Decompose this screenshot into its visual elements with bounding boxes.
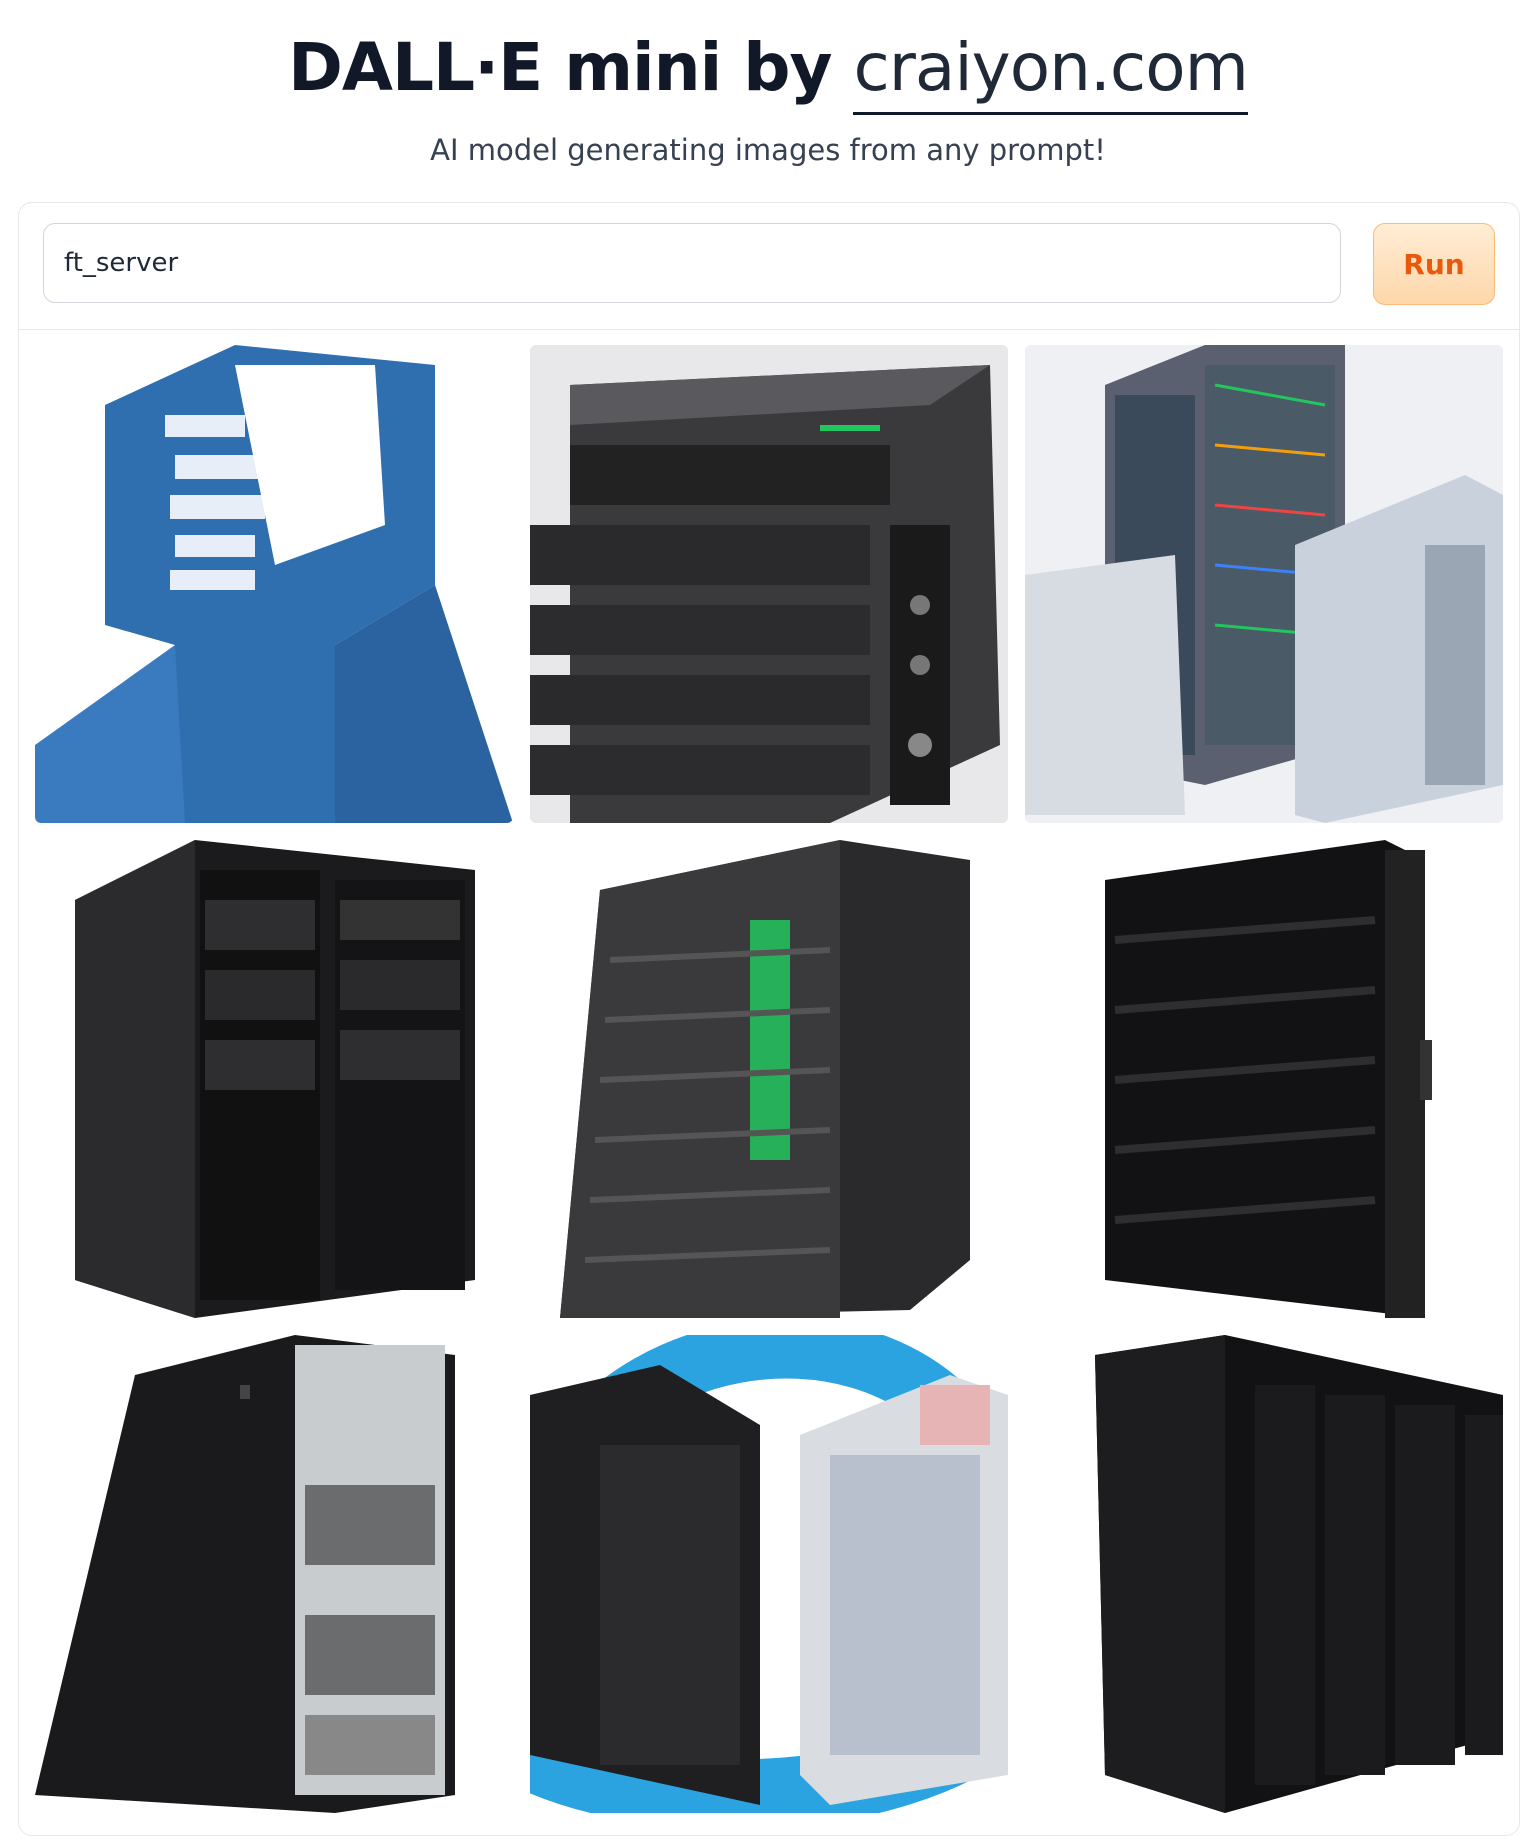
title-prefix: DALL·E mini by (288, 29, 854, 106)
result-image-7[interactable] (35, 1335, 513, 1813)
servers-blue-swirl-image (530, 1335, 1008, 1813)
generator-panel: Run (18, 202, 1520, 1836)
result-image-3[interactable] (1025, 345, 1503, 823)
result-image-9[interactable] (1025, 1335, 1503, 1813)
prompt-toolbar: Run (19, 203, 1519, 330)
craiyon-link[interactable]: craiyon.com (853, 29, 1249, 115)
grey-server-unit-image (530, 345, 1008, 823)
page-title: DALL·E mini by craiyon.com (0, 28, 1536, 115)
black-server-row-image (1025, 1335, 1503, 1813)
black-server-cabinet-image (1025, 840, 1503, 1318)
prompt-input[interactable] (43, 223, 1341, 303)
result-image-6[interactable] (1025, 840, 1503, 1318)
result-image-5[interactable] (530, 840, 1008, 1318)
black-tower-server-image (35, 1335, 513, 1813)
colorful-server-racks-image (1025, 345, 1503, 823)
result-image-1[interactable] (35, 345, 513, 823)
black-server-rack-image (35, 840, 513, 1318)
result-image-4[interactable] (35, 840, 513, 1318)
run-button[interactable]: Run (1373, 223, 1495, 305)
result-image-2[interactable] (530, 345, 1008, 823)
result-image-8[interactable] (530, 1335, 1008, 1813)
page-subtitle: AI model generating images from any prom… (430, 133, 1106, 167)
black-server-green-lights-image (530, 840, 1008, 1318)
blue-server-logo-image (35, 345, 513, 823)
